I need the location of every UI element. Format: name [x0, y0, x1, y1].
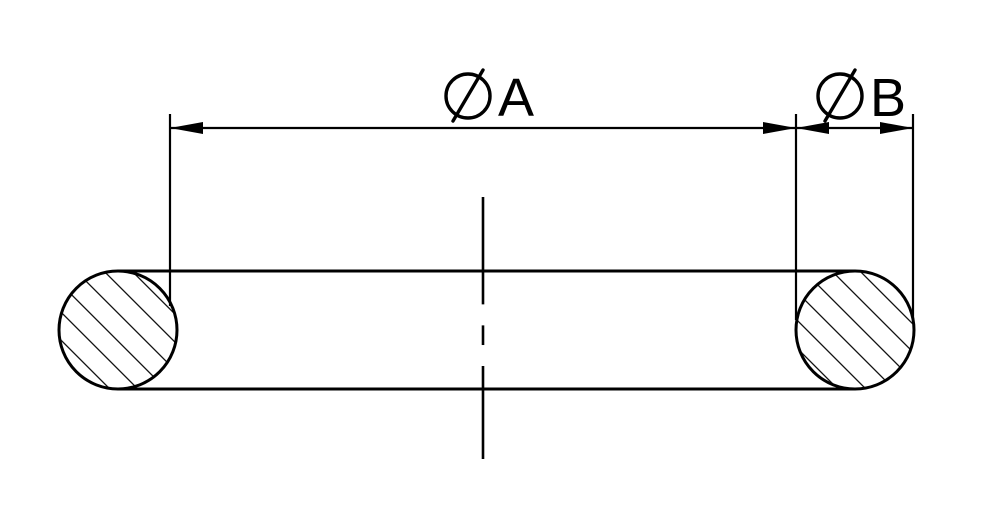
left-cross-section: [57, 269, 179, 391]
right-cross-section: [794, 269, 916, 391]
extension-lines: [168, 114, 915, 320]
left-cross-section-hatch: [59, 271, 177, 389]
diameter-symbol-b-icon: [816, 68, 864, 123]
left-cross-section-outline: [57, 269, 179, 391]
dimension-outer-diameter: [170, 122, 796, 134]
right-cross-section-hatch: [796, 271, 914, 389]
arrowhead-a-left: [170, 122, 203, 134]
oring-body-outline: [118, 269, 855, 391]
dimension-label-a: A: [498, 68, 534, 128]
dimension-cord-diameter: [796, 122, 913, 134]
dimension-label-b: B: [870, 68, 906, 128]
arrowhead-b-left: [796, 122, 829, 134]
diameter-symbol-a-icon: [444, 68, 492, 123]
label-cord-diameter: B: [816, 68, 906, 128]
arrowhead-a-right: [763, 122, 796, 134]
label-outer-diameter: A: [444, 68, 534, 128]
arrowhead-b-right: [880, 122, 913, 134]
right-cross-section-outline: [794, 269, 916, 391]
